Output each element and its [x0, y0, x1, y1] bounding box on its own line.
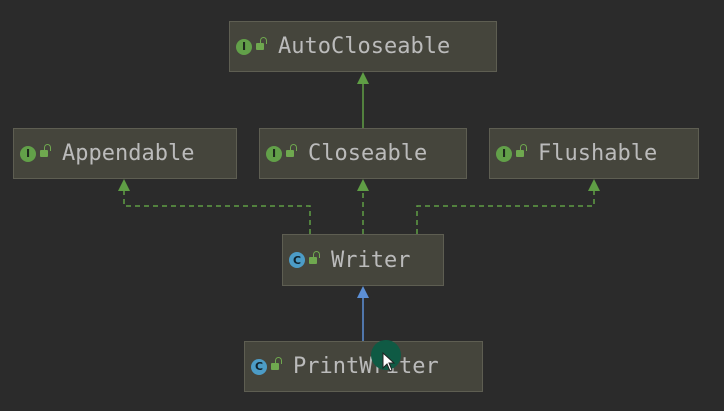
public-lock-icon [309, 250, 320, 265]
arrowhead-autocloseable [357, 72, 369, 84]
node-label: Appendable [62, 141, 195, 166]
class-icon: C [251, 358, 267, 375]
public-lock-icon [256, 37, 267, 51]
node-appendable[interactable]: I Appendable [13, 128, 237, 179]
class-icon: C [289, 252, 305, 268]
public-lock-icon [40, 144, 51, 158]
arrowhead-closeable [357, 179, 369, 191]
arrowhead-writer [357, 286, 369, 298]
node-flushable[interactable]: I Flushable [489, 128, 699, 179]
arrowhead-appendable [118, 179, 130, 191]
interface-icon: I [236, 38, 252, 55]
node-label: Closeable [308, 141, 428, 166]
node-label: Writer [331, 247, 411, 273]
node-label: PrintWriter [293, 354, 439, 379]
edge-writer-appendable [123, 190, 311, 234]
interface-icon: I [20, 145, 36, 162]
public-lock-icon [271, 357, 282, 371]
arrowhead-flushable [588, 179, 600, 191]
node-printwriter[interactable]: C PrintWriter [244, 341, 483, 392]
mouse-cursor-icon [382, 352, 396, 372]
edge-writer-flushable [416, 190, 595, 234]
public-lock-icon [516, 144, 527, 158]
node-writer[interactable]: C Writer [282, 234, 444, 286]
interface-icon: I [496, 145, 512, 162]
node-autocloseable[interactable]: I AutoCloseable [229, 21, 497, 72]
interface-icon: I [266, 145, 282, 162]
node-closeable[interactable]: I Closeable [259, 128, 467, 179]
node-label: AutoCloseable [278, 34, 451, 59]
public-lock-icon [286, 144, 297, 158]
node-label: Flushable [538, 141, 658, 166]
